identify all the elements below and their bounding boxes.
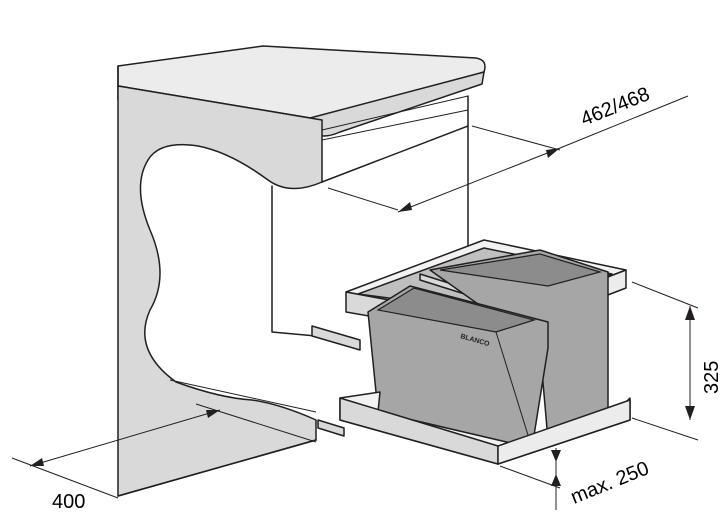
cabinet-side-panel <box>117 85 323 497</box>
height-extension-bottom <box>631 417 699 441</box>
front-bin-inner <box>376 287 537 333</box>
depth-dimension-label: 462/468 <box>578 83 653 130</box>
front-bin-seam <box>495 331 533 449</box>
width-dimension-label: 400 <box>52 491 85 513</box>
height-dimension-label: 325 <box>701 361 720 394</box>
slide-rail-bottom <box>317 419 345 437</box>
depth-dimension-line <box>397 95 689 213</box>
dimension-height: 325 <box>631 281 720 441</box>
back-bin-inner <box>439 253 603 287</box>
depth-extension-bottom <box>327 187 399 211</box>
width-arrow-left <box>30 458 44 466</box>
dimension-width: 400 <box>11 403 317 513</box>
base-tray <box>339 391 631 465</box>
depth-extension-top <box>471 125 561 151</box>
width-arrow-right <box>206 410 220 418</box>
cabinet-floor-edge <box>117 439 317 497</box>
max-depth-dimension-label: max. 250 <box>568 457 653 508</box>
dimension-max-depth: max. 250 <box>499 448 653 510</box>
depth-arrow-top <box>546 148 560 158</box>
height-arrow-top <box>685 306 695 320</box>
cabinet-inner-top <box>321 125 469 183</box>
height-extension-top <box>631 281 699 309</box>
width-dimension-line <box>29 409 221 467</box>
width-extension-left <box>11 457 119 499</box>
bins <box>367 249 609 449</box>
max-depth-extension <box>499 465 561 489</box>
tray-right <box>497 399 631 465</box>
cabinet-inner-back <box>271 185 317 337</box>
cabinet-floor-inner <box>169 379 317 413</box>
height-arrow-bottom <box>685 406 695 420</box>
max-depth-arrow-bottom <box>551 474 561 486</box>
cabinet <box>117 45 486 497</box>
depth-arrow-bottom <box>398 202 412 212</box>
slide-rail <box>311 325 361 437</box>
cabinet-top-rail <box>321 95 469 141</box>
slide-rail-left <box>311 325 361 351</box>
max-depth-arrow-top <box>551 450 561 462</box>
